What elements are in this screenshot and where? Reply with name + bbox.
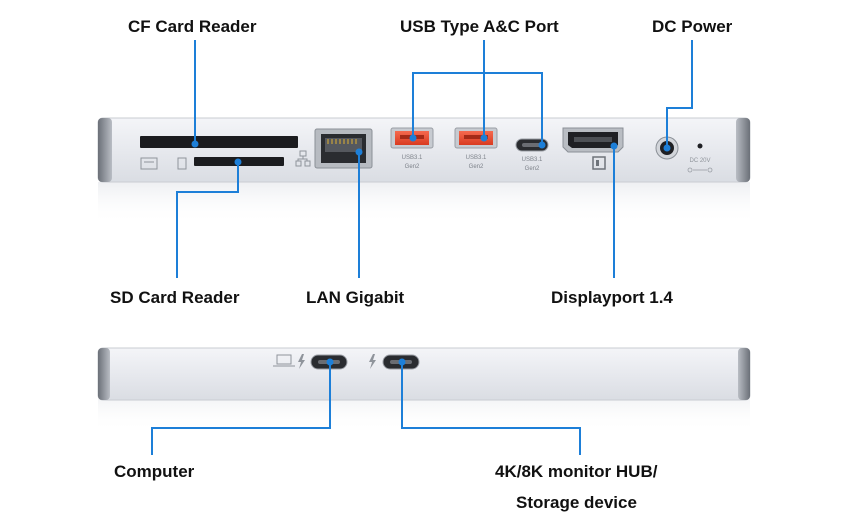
displayport-port (562, 127, 624, 153)
callout-dc (666, 40, 693, 148)
label-computer: Computer (114, 462, 195, 481)
callout-cf-dot (191, 140, 199, 148)
cf-card-slot (140, 136, 298, 148)
callout-usb-bracket (412, 72, 543, 145)
usb-c-spec-line2: Gen2 (525, 166, 540, 172)
label-cf-card-reader: CF Card Reader (128, 17, 257, 36)
callout-computer (151, 362, 331, 455)
callout-lines (151, 40, 693, 455)
sim-card-icon (177, 157, 187, 170)
usb-a2-spec-line1: USB3.1 (466, 155, 487, 161)
dc-rating-text: DC 20V (689, 158, 710, 164)
thunderbolt-icon (369, 354, 376, 369)
label-dc-power: DC Power (652, 17, 733, 36)
usb-c-spec-line1: USB3.1 (522, 157, 543, 163)
label-monitor-hub: 4K/8K monitor HUB/ (495, 462, 658, 481)
callout-sd (176, 162, 239, 278)
label-lan-gigabit: LAN Gigabit (306, 288, 405, 307)
lan-port (314, 128, 373, 169)
thunderbolt-icon (298, 354, 305, 369)
label-sd-card-reader: SD Card Reader (110, 288, 240, 307)
usb-a2-spec-line2: Gen2 (469, 164, 484, 170)
label-displayport: Displayport 1.4 (551, 288, 673, 307)
power-led (697, 143, 703, 149)
usb-a1-spec-line1: USB3.1 (402, 155, 423, 161)
usb-a1-spec-line2: Gen2 (405, 164, 420, 170)
dock-side-panel (97, 347, 751, 432)
polarity-icon (687, 167, 713, 173)
callout-monitor (401, 362, 581, 455)
usb-c-port (515, 138, 549, 152)
label-storage-device: Storage device (516, 493, 637, 512)
laptop-icon (273, 354, 295, 367)
sd-card-icon (140, 157, 158, 170)
usb-a-port-2 (454, 127, 498, 149)
network-icon (295, 150, 311, 167)
label-usb-ports: USB Type A&C Port (400, 17, 559, 36)
displayport-icon (592, 156, 606, 170)
